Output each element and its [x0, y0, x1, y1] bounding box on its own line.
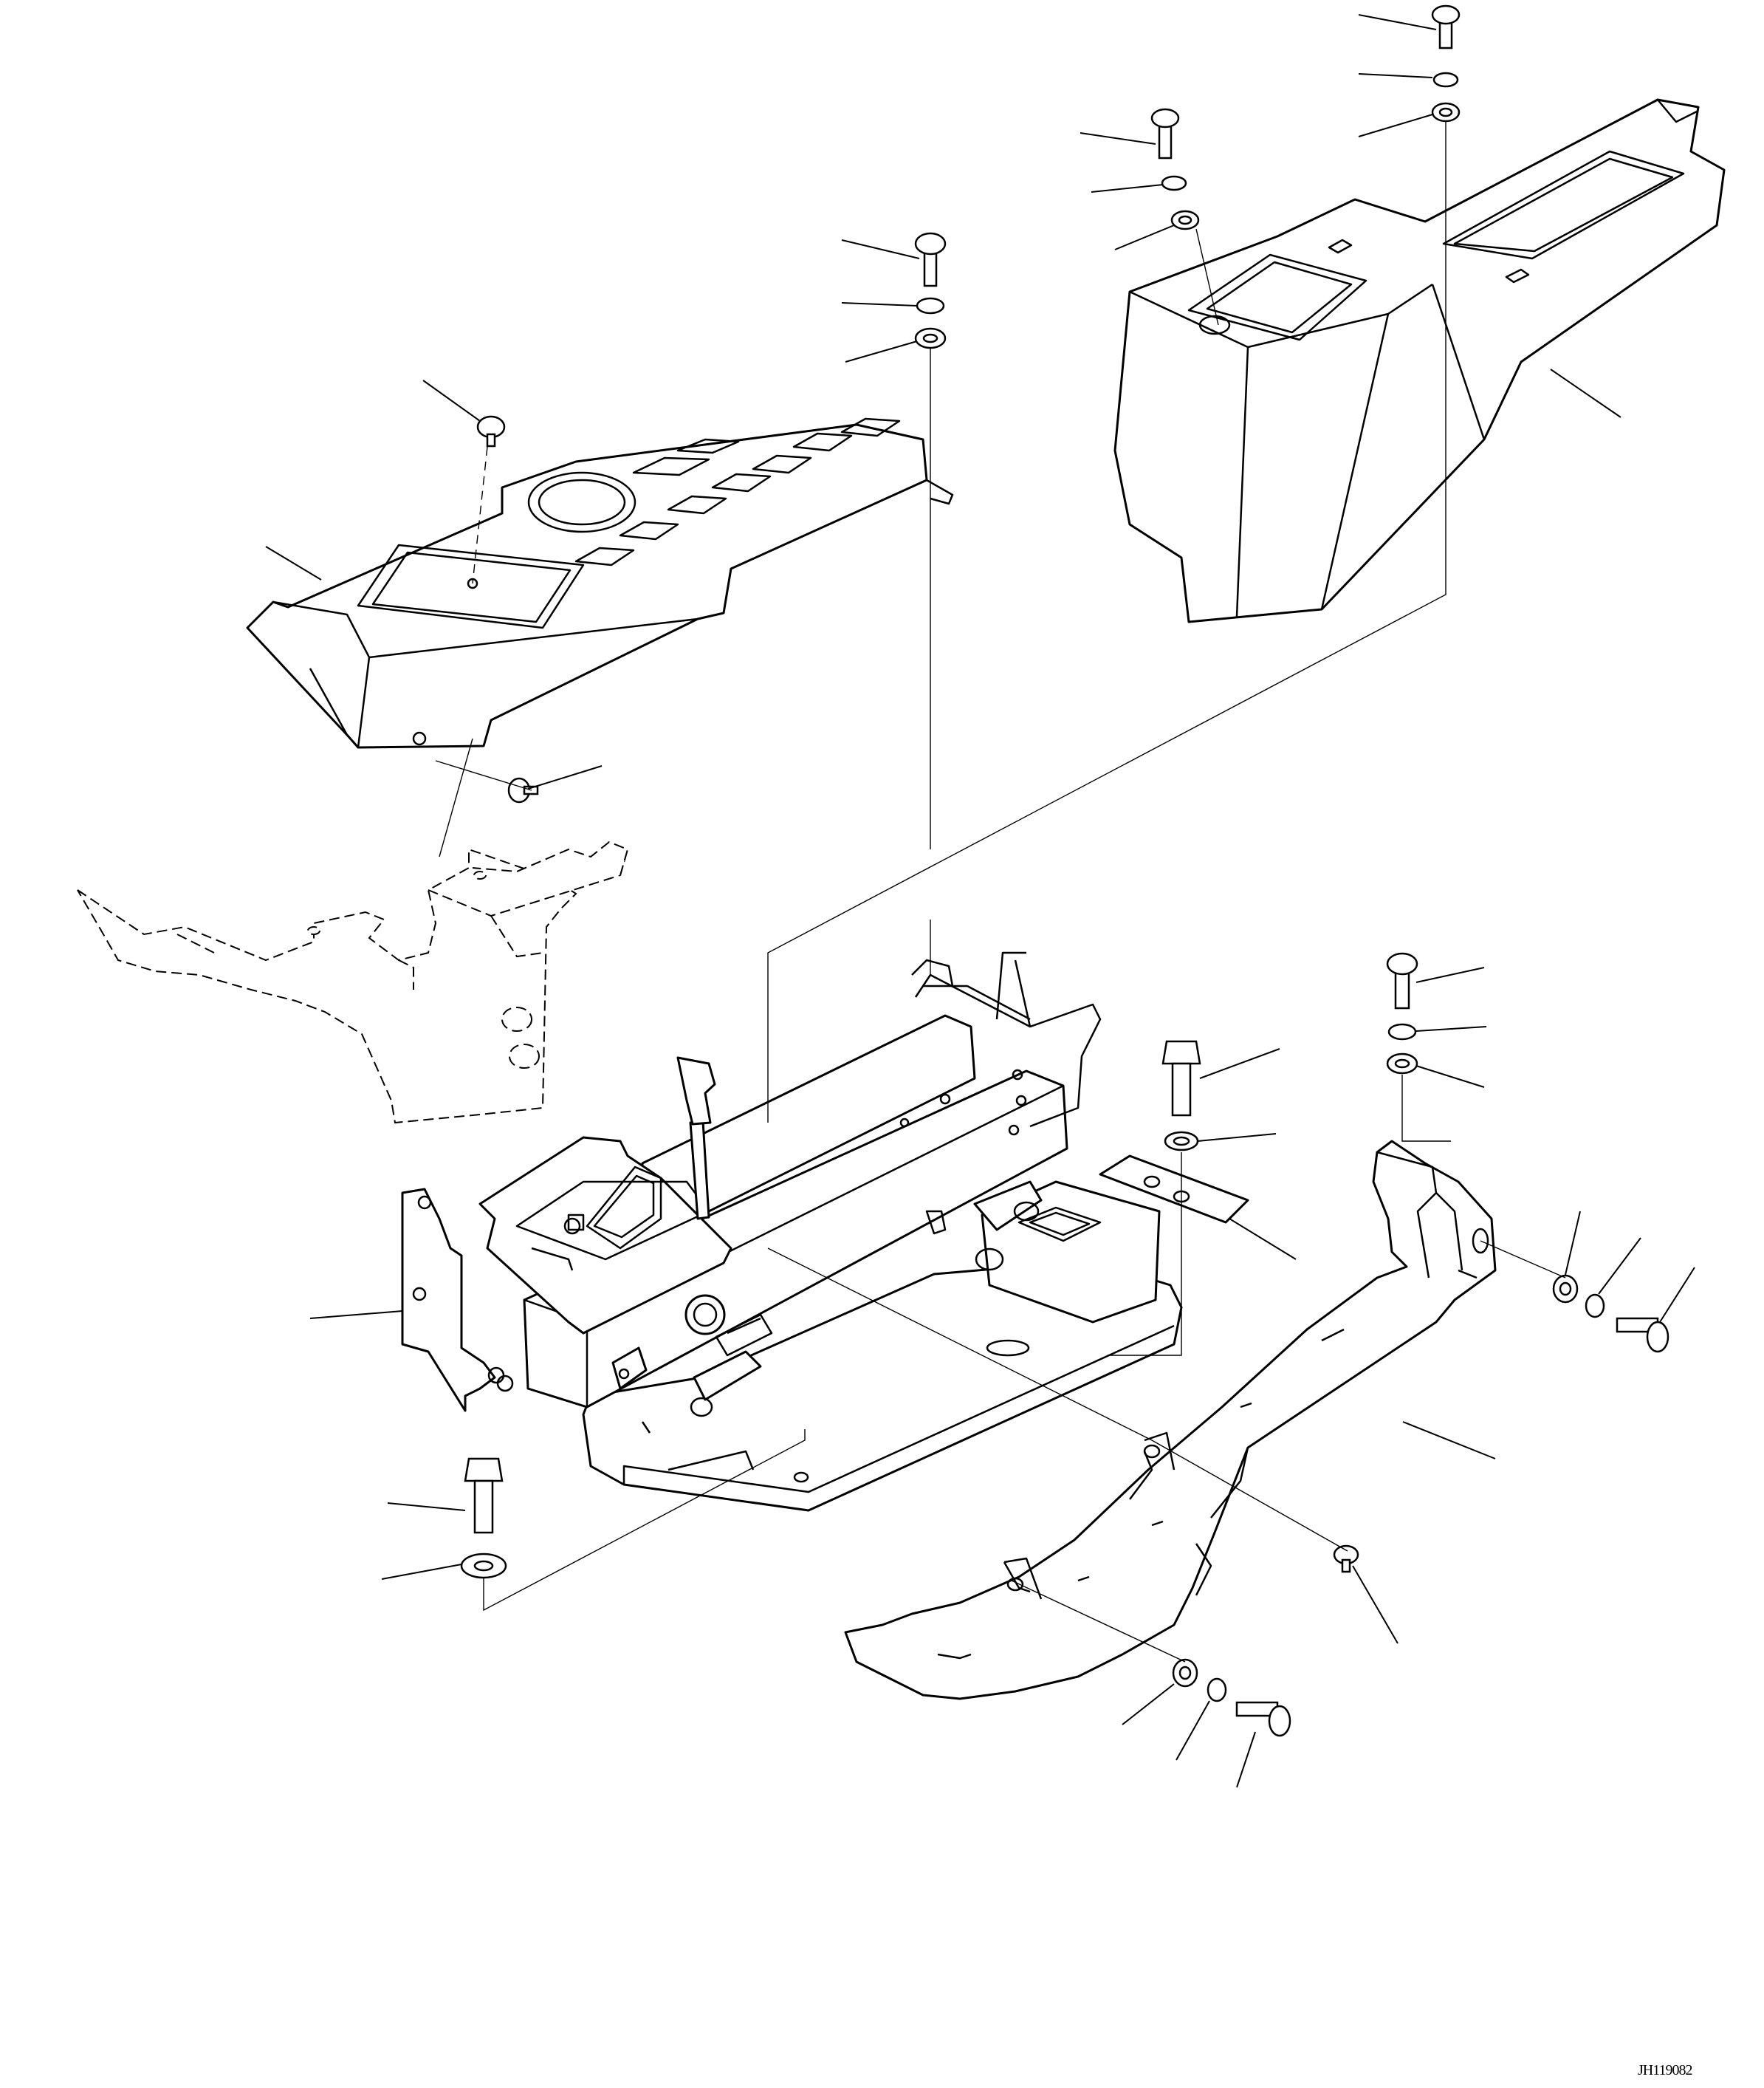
console-frame	[401, 951, 1183, 1512]
side-cover	[844, 1140, 1497, 1700]
bolt-icon	[1235, 1701, 1291, 1737]
washer-icon	[1207, 1677, 1227, 1702]
washer-icon	[1387, 1023, 1417, 1041]
bolt-icon	[914, 232, 947, 287]
washer-icon	[1431, 102, 1461, 123]
washer-icon	[914, 327, 947, 349]
rear-console-cover	[1113, 98, 1726, 623]
front-console-cover	[246, 417, 954, 749]
assembly-lines	[435, 122, 1566, 1663]
washer-icon	[1161, 175, 1187, 191]
clip-screw-icon	[1333, 1544, 1359, 1573]
washer-icon	[1552, 1274, 1579, 1304]
fasteners	[460, 4, 1669, 1737]
washer-icon	[1432, 72, 1459, 88]
leader-lines	[265, 14, 1695, 1788]
washer-icon	[1172, 1658, 1198, 1688]
mounting-bracket-reference	[77, 841, 629, 1124]
clip-screw-icon	[507, 777, 539, 804]
washer-icon	[1386, 1052, 1418, 1075]
bolt-icon	[1431, 4, 1461, 49]
bolt-icon	[1150, 108, 1180, 160]
washer-icon	[1164, 1131, 1199, 1151]
hex-bolt-icon	[464, 1457, 504, 1534]
drawing-code-label: JH119082	[1638, 2062, 1692, 2078]
bolt-icon	[1616, 1317, 1669, 1353]
washer-icon	[916, 297, 945, 315]
spacer-plate	[1099, 1154, 1249, 1224]
washer-icon	[460, 1553, 507, 1579]
washer-icon	[1170, 210, 1200, 230]
clip-screw-icon	[476, 415, 506, 448]
hex-bolt-icon	[1161, 1040, 1201, 1117]
bolt-icon	[1386, 952, 1418, 1010]
washer-icon	[1585, 1293, 1605, 1318]
